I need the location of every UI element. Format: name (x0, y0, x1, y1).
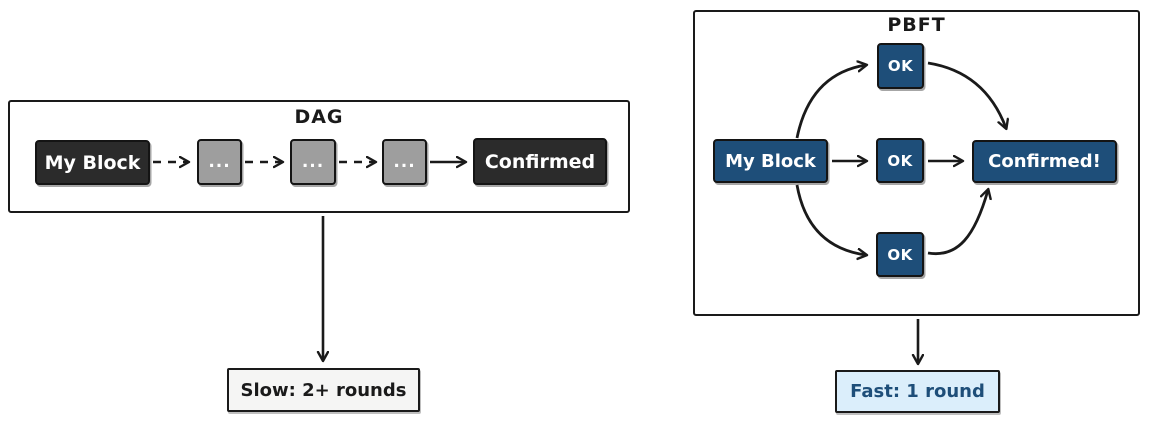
pbft-node-confirmed-label: Confirmed! (988, 151, 1101, 172)
dag-node-my-block-label: My Block (44, 151, 141, 174)
dag-node-confirmed-label: Confirmed (484, 150, 596, 173)
pbft-node-my-block: My Block (713, 139, 828, 183)
dag-title: DAG (294, 106, 344, 128)
dag-node-intermediate-1: ... (197, 139, 242, 185)
pbft-node-ok-bottom: OK (876, 232, 924, 277)
dag-node-intermediate-1-label: ... (208, 152, 231, 172)
dag-caption-slow: Slow: 2+ rounds (227, 368, 420, 412)
pbft-node-ok-middle-label: OK (887, 151, 913, 170)
pbft-node-ok-top-label: OK (887, 57, 914, 75)
dag-node-confirmed: Confirmed (473, 138, 607, 185)
pbft-node-ok-top: OK (877, 43, 924, 89)
pbft-caption-fast: Fast: 1 round (835, 370, 1000, 413)
dag-node-intermediate-3: ... (382, 139, 427, 185)
pbft-node-confirmed: Confirmed! (972, 140, 1117, 183)
pbft-node-ok-bottom-label: OK (887, 245, 913, 264)
dag-caption-slow-label: Slow: 2+ rounds (240, 379, 407, 401)
pbft-caption-fast-label: Fast: 1 round (850, 381, 985, 402)
pbft-title: PBFT (887, 14, 946, 36)
dag-node-my-block: My Block (35, 140, 150, 185)
dag-node-intermediate-2: ... (290, 139, 336, 185)
pbft-node-my-block-label: My Block (725, 150, 816, 172)
dag-node-intermediate-2-label: ... (301, 152, 325, 172)
dag-node-intermediate-3-label: ... (393, 152, 416, 172)
pbft-node-ok-middle: OK (876, 138, 924, 183)
